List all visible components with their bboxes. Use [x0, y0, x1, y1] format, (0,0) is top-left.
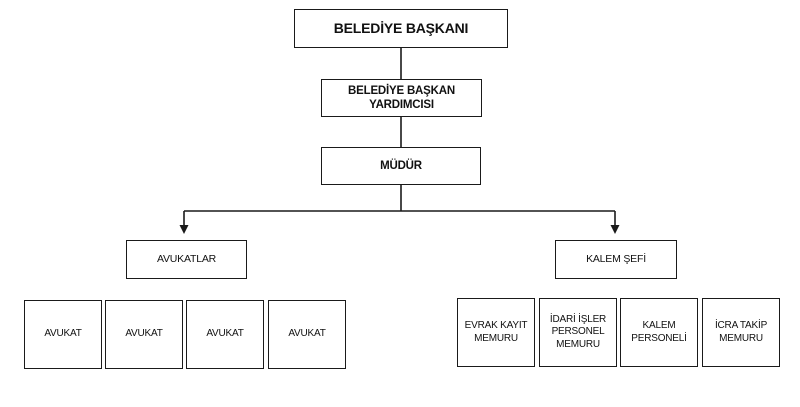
node-enforcement-clerk: İCRA TAKİP MEMURU — [702, 298, 780, 367]
node-deputy-mayor-label: BELEDİYE BAŞKAN YARDIMCISI — [348, 84, 455, 111]
node-chief-clerk: KALEM ŞEFİ — [555, 240, 677, 279]
node-lawyer-2-label: AVUKAT — [125, 328, 163, 340]
node-lawyer-3: AVUKAT — [186, 300, 264, 369]
node-lawyer-4: AVUKAT — [268, 300, 346, 369]
node-enforcement-clerk-label: İCRA TAKİP MEMURU — [714, 320, 768, 344]
node-records-clerk: EVRAK KAYIT MEMURU — [457, 298, 535, 367]
arrow-head-right — [610, 225, 620, 234]
node-lawyers-group-label: AVUKATLAR — [156, 252, 217, 265]
node-records-clerk-label: EVRAK KAYIT MEMURU — [464, 320, 528, 344]
node-mayor: BELEDİYE BAŞKANI — [294, 9, 508, 48]
node-chief-clerk-label: KALEM ŞEFİ — [586, 252, 646, 265]
node-admin-personnel-clerk-label: İDARİ İŞLER PERSONEL MEMURU — [549, 313, 607, 350]
node-mayor-label: BELEDİYE BAŞKANI — [333, 19, 469, 36]
node-admin-personnel-clerk: İDARİ İŞLER PERSONEL MEMURU — [539, 298, 617, 367]
node-lawyer-2: AVUKAT — [105, 300, 183, 369]
node-lawyer-1: AVUKAT — [24, 300, 102, 369]
node-office-staff-label: KALEM PERSONELİ — [631, 320, 687, 344]
node-lawyer-1-label: AVUKAT — [44, 328, 82, 340]
node-lawyers-group: AVUKATLAR — [126, 240, 247, 279]
node-deputy-mayor: BELEDİYE BAŞKAN YARDIMCISI — [321, 79, 482, 117]
arrow-head-left — [179, 225, 189, 234]
node-office-staff: KALEM PERSONELİ — [620, 298, 698, 367]
node-director: MÜDÜR — [321, 147, 481, 185]
node-director-label: MÜDÜR — [380, 159, 422, 172]
node-lawyer-4-label: AVUKAT — [288, 328, 326, 340]
node-lawyer-3-label: AVUKAT — [206, 328, 244, 340]
